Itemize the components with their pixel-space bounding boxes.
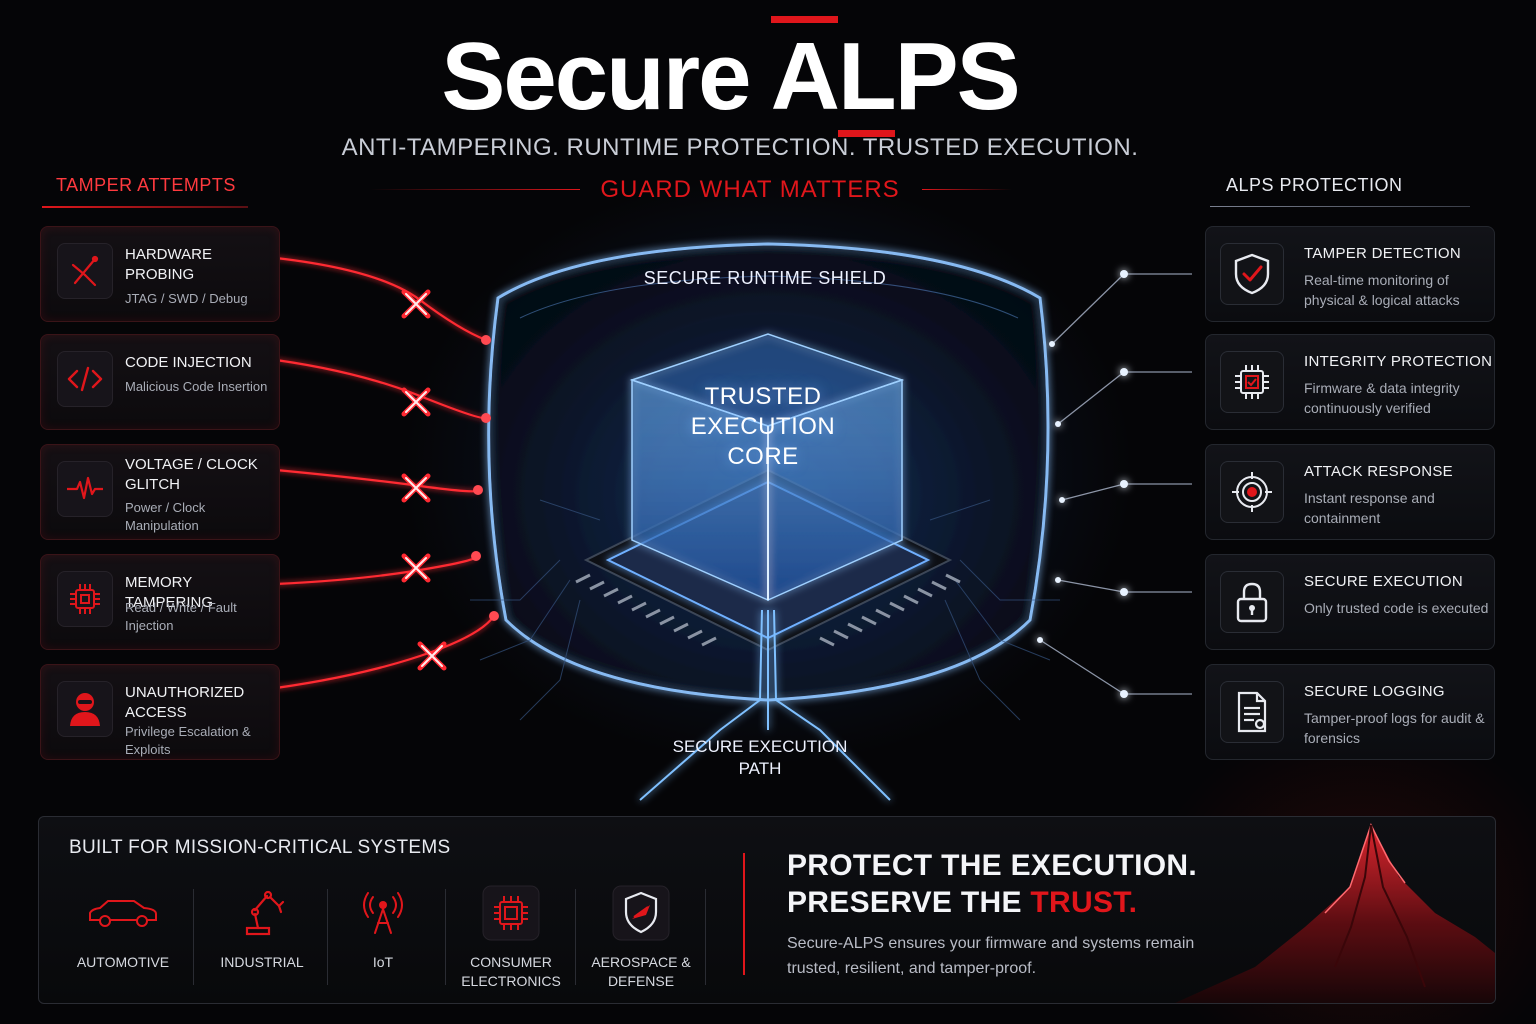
bottom-panel: BUILT FOR MISSION-CRITICAL SYSTEMS AUTOM… xyxy=(38,816,1496,1004)
protection-card-tamper-detection: TAMPER DETECTION Real-time monitoring of… xyxy=(1205,226,1495,322)
core-label: TRUSTED EXECUTION CORE xyxy=(690,383,836,470)
threat-title: CODE INJECTION xyxy=(125,354,252,371)
closing-headline-line1: PROTECT THE EXECUTION. xyxy=(787,849,1197,882)
tagline: GUARD WHAT MATTERS xyxy=(600,176,900,203)
threats-heading: TAMPER ATTEMPTS xyxy=(56,175,236,195)
hacker-icon xyxy=(57,681,113,737)
shield-plane-icon xyxy=(571,885,711,941)
code-icon xyxy=(57,351,113,407)
threat-subtitle: Privilege Escalation & Exploits xyxy=(125,724,251,757)
attack-beams xyxy=(275,256,495,690)
execution-path xyxy=(639,609,891,801)
threat-title: HARDWARE PROBING xyxy=(125,246,212,283)
waveform-icon xyxy=(57,461,113,517)
accent-divider xyxy=(743,853,745,975)
sector-iot: IoT xyxy=(313,885,453,972)
page-title: Secure ALPS xyxy=(0,16,1460,137)
threat-subtitle: Malicious Code Insertion xyxy=(125,379,268,394)
protection-subtitle: Instant response and containment xyxy=(1304,490,1435,526)
threat-card-hardware-probing: HARDWARE PROBING JTAG / SWD / Debug xyxy=(40,226,280,322)
divider xyxy=(370,189,580,190)
chip-pins xyxy=(575,573,961,647)
protection-title: SECURE EXECUTION xyxy=(1304,573,1463,590)
impact-sparks xyxy=(471,335,499,621)
threat-subtitle: Power / Clock Manipulation xyxy=(125,500,206,533)
sector-automotive: AUTOMOTIVE xyxy=(53,885,193,972)
threat-card-unauthorized-access: UNAUTHORIZED ACCESS Privilege Escalation… xyxy=(40,664,280,760)
threat-card-voltage-glitch: VOLTAGE / CLOCK GLITCH Power / Clock Man… xyxy=(40,444,280,540)
title-secure: Secure xyxy=(441,23,751,130)
threat-card-memory-tampering: MEMORY TAMPERING Read / Write / Fault In… xyxy=(40,554,280,650)
closing-description: Secure-ALPS ensures your firmware and sy… xyxy=(787,935,1195,977)
circuit-traces xyxy=(470,499,1060,721)
shield-label: SECURE RUNTIME SHIELD xyxy=(643,268,887,288)
car-icon xyxy=(53,885,193,941)
execution-core-cube xyxy=(629,333,905,602)
protection-heading: ALPS PROTECTION xyxy=(1226,175,1403,195)
protection-subtitle: Real-time monitoring of physical & logic… xyxy=(1304,272,1460,308)
target-icon xyxy=(1220,461,1284,523)
divider xyxy=(193,889,194,985)
threat-subtitle: Read / Write / Fault Injection xyxy=(125,600,237,633)
protection-title: SECURE LOGGING xyxy=(1304,683,1445,700)
industries-heading: BUILT FOR MISSION-CRITICAL SYSTEMS xyxy=(69,837,451,858)
divider xyxy=(445,889,446,985)
protection-subtitle: Firmware & data integrity continuously v… xyxy=(1304,380,1460,416)
protection-connectors xyxy=(1039,273,1192,695)
memory-chip-icon xyxy=(57,571,113,627)
document-icon xyxy=(1220,681,1284,743)
threat-card-code-injection: CODE INJECTION Malicious Code Insertion xyxy=(40,334,280,430)
threat-subtitle: JTAG / SWD / Debug xyxy=(125,291,248,306)
chip-icon xyxy=(441,885,581,941)
lock-icon xyxy=(1220,571,1284,633)
divider xyxy=(922,189,1012,190)
execution-path-label: SECURE EXECUTION PATH xyxy=(672,737,848,778)
threat-title: UNAUTHORIZED ACCESS xyxy=(125,684,245,721)
protection-card-attack-response: ATTACK RESPONSE Instant response and con… xyxy=(1205,444,1495,540)
threats-underline xyxy=(42,206,248,208)
mountain-icon xyxy=(1175,823,1495,1003)
protection-card-integrity-protection: INTEGRITY PROTECTION Firmware & data int… xyxy=(1205,334,1495,430)
protection-title: ATTACK RESPONSE xyxy=(1304,463,1453,480)
closing-headline-line2: PRESERVE THE TRUST. xyxy=(787,886,1138,919)
robot-arm-icon xyxy=(192,885,332,941)
threat-title: MEMORY TAMPERING xyxy=(125,574,214,611)
title-alps: ALPS xyxy=(770,16,1021,137)
protection-subtitle: Only trusted code is executed xyxy=(1304,600,1489,616)
sector-consumer-electronics: CONSUMER ELECTRONICS xyxy=(441,885,581,991)
chip-check-icon xyxy=(1220,351,1284,413)
sector-industrial: INDUSTRIAL xyxy=(192,885,332,972)
divider xyxy=(705,889,706,985)
connector-nodes xyxy=(1037,270,1128,698)
divider xyxy=(327,889,328,985)
antenna-icon xyxy=(313,885,453,941)
protection-underline xyxy=(1210,206,1470,207)
divider xyxy=(575,889,576,985)
protection-title: INTEGRITY PROTECTION xyxy=(1304,353,1493,370)
sector-aerospace-defense: AEROSPACE & DEFENSE xyxy=(571,885,711,991)
protection-card-secure-logging: SECURE LOGGING Tamper-proof logs for aud… xyxy=(1205,664,1495,760)
threat-title: VOLTAGE / CLOCK GLITCH xyxy=(125,456,258,493)
subtitle: ANTI-TAMPERING. RUNTIME PROTECTION. TRUS… xyxy=(341,134,1139,161)
protection-card-secure-execution: SECURE EXECUTION Only trusted code is ex… xyxy=(1205,554,1495,650)
protection-subtitle: Tamper-proof logs for audit & forensics xyxy=(1304,710,1485,746)
probe-icon xyxy=(57,243,113,299)
shield-check-icon xyxy=(1220,243,1284,305)
protection-title: TAMPER DETECTION xyxy=(1304,245,1462,262)
